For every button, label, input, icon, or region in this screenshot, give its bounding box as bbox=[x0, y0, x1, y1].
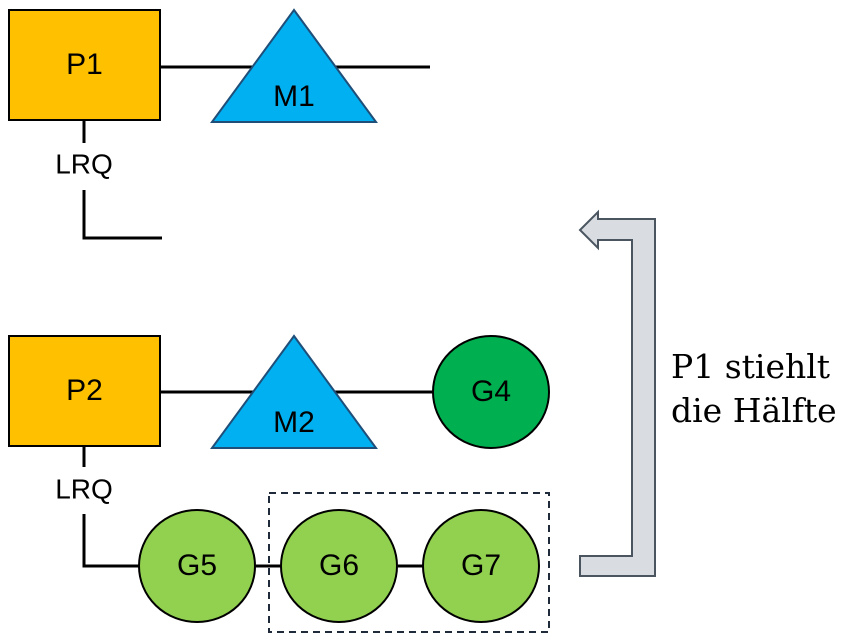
processor-p2-box bbox=[8, 335, 161, 447]
goroutine-g4-label: G4 bbox=[471, 375, 511, 408]
machine-m1-label: M1 bbox=[273, 80, 315, 113]
machine-m2-label: M2 bbox=[273, 406, 315, 439]
processor-p1-label: P1 bbox=[66, 48, 103, 81]
steal-arrow bbox=[578, 209, 656, 577]
p1-lrq-label: LRQ bbox=[55, 148, 113, 179]
machine-m2-triangle bbox=[210, 334, 378, 449]
processor-p2-label: P2 bbox=[66, 374, 103, 407]
steal-caption-line1: P1 stiehlt bbox=[671, 347, 830, 386]
processor-p1-box bbox=[8, 9, 161, 121]
goroutine-g7-label: G7 bbox=[461, 549, 501, 582]
goroutine-g4-circle bbox=[432, 335, 550, 449]
stolen-half-selection bbox=[268, 492, 550, 633]
goroutine-g5-circle bbox=[138, 509, 256, 623]
machine-m1-triangle bbox=[210, 8, 378, 123]
goroutine-g6-label: G6 bbox=[319, 549, 359, 582]
steal-caption-line2: die Hälfte bbox=[671, 391, 837, 430]
goroutine-g5-label: G5 bbox=[177, 549, 217, 582]
p1-lrq-bracket bbox=[82, 190, 162, 240]
goroutine-g6-circle bbox=[280, 509, 398, 623]
goroutine-g7-circle bbox=[422, 509, 540, 623]
p2-lrq-bracket bbox=[82, 514, 140, 568]
p2-lrq-label: LRQ bbox=[55, 473, 113, 504]
